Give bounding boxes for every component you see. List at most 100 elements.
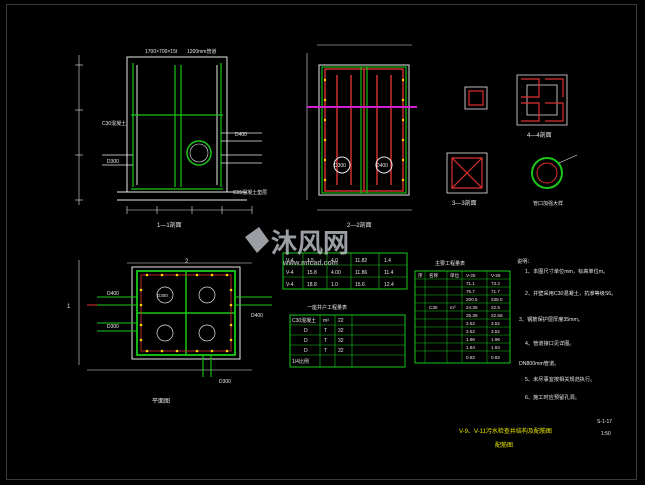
t3-h1: 名称 xyxy=(429,272,439,279)
t1-r0c4: 1.4 xyxy=(384,258,391,264)
label-d400-b: D400 xyxy=(376,163,388,169)
label-d300-d: D300 xyxy=(219,379,231,385)
t3-r1c3: 75.7 xyxy=(466,289,475,294)
scale: 1:50 xyxy=(601,431,611,437)
label-d400-d: D400 xyxy=(251,313,263,319)
watermark: 沐风网 www.mfcad.com xyxy=(245,227,349,267)
section-4-4-title: 4—4剖面 xyxy=(527,131,552,139)
label-d300-c: D300 xyxy=(107,324,119,330)
t2-r0c0: C30混凝土 xyxy=(292,317,316,324)
section-3-3-title: 3—3剖面 xyxy=(452,199,477,207)
label-d300-b: D300 xyxy=(334,163,346,169)
mf-logo-icon xyxy=(245,227,269,253)
label-d300-e: D300 xyxy=(157,293,168,298)
t2-r2c0: D xyxy=(304,338,308,344)
t3-r6c3: 3.52 xyxy=(466,329,475,334)
watermark-url: www.mfcad.com xyxy=(282,260,338,267)
t3-r8c3: 1.84 xyxy=(466,345,475,350)
t3-r4c4: 22.56 xyxy=(491,313,503,318)
svg-text:C15混凝土垫层: C15混凝土垫层 xyxy=(233,189,267,196)
t3-r7c3: 1.96 xyxy=(466,337,475,342)
t1-r0c2: 4.0 xyxy=(331,258,338,264)
table-right: 主要工程量表 序 名称 单位 V-25 V-26 71.1 73.2 75.7 … xyxy=(414,260,511,364)
t3-r2c4: 238.0 xyxy=(491,297,503,302)
note-6: 5、未尽事宜按相关规范执行。 xyxy=(525,375,595,383)
t3-h4: V-26 xyxy=(491,273,501,278)
watermark-text: 沐风网 xyxy=(271,228,349,258)
svg-text:C30混凝土: C30混凝土 xyxy=(102,120,126,127)
t3-r6c4: 3.52 xyxy=(491,329,500,334)
t3-r1c4: 71.7 xyxy=(491,289,500,294)
t1-r1c2: 4.00 xyxy=(331,270,341,276)
plan-title: 平面图 xyxy=(152,398,170,405)
t1-r2c4: 12.4 xyxy=(384,282,394,288)
t1-r0c3: 11.82 xyxy=(355,258,367,264)
t1-r0c0: V-4 xyxy=(286,258,294,264)
t1-r1c4: 11.4 xyxy=(384,270,394,276)
label-d400-a: D400 xyxy=(235,132,247,138)
t1-r2c3: 15.6 xyxy=(355,282,365,288)
section-3-3: 3—3剖面 xyxy=(446,152,488,207)
t2-r4c0: 1/4比例 xyxy=(292,358,309,365)
note-7: 6、施工时应预留孔洞。 xyxy=(525,393,580,401)
t3-r5c4: 3.52 xyxy=(491,321,500,326)
table-small: V-4 1.5 4.0 11.82 1.4 V-4 15.8 4.00 11.8… xyxy=(282,252,408,290)
t2-r1c0: D xyxy=(304,328,308,334)
t3-r8c4: 1.84 xyxy=(491,345,500,350)
t2-r0c1: m³ xyxy=(323,318,329,324)
svg-text:1700×700×15t: 1700×700×15t xyxy=(145,49,178,55)
note-4: 4、管道接口见详图。 xyxy=(525,339,575,347)
t3-r9c3: 0.82 xyxy=(466,355,475,360)
note-1: 1、本图尺寸单位mm，标高单位m。 xyxy=(525,267,608,275)
title-block: V-9、V-11污水检查井结构及配筋图 配筋图 S-1-17 1:50 xyxy=(459,419,612,449)
t2-r2c1: T xyxy=(324,338,327,344)
t3-h0: 序 xyxy=(418,272,423,279)
t2-r3c0: D xyxy=(304,348,308,354)
t3-r9c4: 0.82 xyxy=(491,355,500,360)
t2-r1c1: T xyxy=(324,328,327,334)
notes: 说明： 1、本图尺寸单位mm，标高单位m。 2、井壁采用C30混凝土，抗渗等级S… xyxy=(517,257,616,401)
t1-r2c0: V-4 xyxy=(286,282,294,288)
t3-r4c3: 25.36 xyxy=(466,313,478,318)
t1-r2c1: 18.8 xyxy=(307,282,317,288)
t2-r3c2: 32 xyxy=(338,348,344,354)
pipe-detail-title: 管口加强大样 xyxy=(533,200,563,207)
section-4-4: 4—4剖面 xyxy=(464,74,568,139)
t2-r3c1: T xyxy=(324,348,327,354)
section-1-1-title: 1—1剖面 xyxy=(157,221,182,229)
t3-r3c1: C30 xyxy=(429,305,438,310)
t1-r2c2: 1.0 xyxy=(331,282,338,288)
drawing-title: V-9、V-11污水检查井结构及配筋图 xyxy=(459,427,552,435)
drawing-subtitle: 配筋图 xyxy=(495,441,513,449)
table-mid-title: 一座井户工程量表 xyxy=(307,304,347,311)
table-right-title: 主要工程量表 xyxy=(435,260,465,267)
t1-r1c1: 15.8 xyxy=(307,270,317,276)
label-d400-c: D400 xyxy=(107,291,119,297)
note-3: 3、钢筋保护层厚度35mm。 xyxy=(519,315,583,323)
t3-r7c4: 1.96 xyxy=(491,337,500,342)
plan-view: D400 D300 D400 D300 D300 1 2 平面图 xyxy=(67,259,272,405)
t2-r2c2: 32 xyxy=(338,338,344,344)
svg-text:1200mm管道: 1200mm管道 xyxy=(187,48,216,55)
t3-h3: V-25 xyxy=(466,273,476,278)
pipe-detail: 管口加强大样 xyxy=(531,154,578,207)
sheet-number: S-1-17 xyxy=(597,419,612,425)
notes-heading: 说明： xyxy=(517,257,533,265)
t1-r1c3: 11.86 xyxy=(355,270,367,276)
label-d300-a: D300 xyxy=(107,159,119,165)
t3-r2c3: 200.5 xyxy=(466,297,478,302)
t3-r0c3: 71.1 xyxy=(466,281,475,286)
cad-drawing: 1700×700×15t 1200mm管道 C30混凝土 C15混凝土垫层 D4… xyxy=(67,44,616,449)
t1-r1c0: V-4 xyxy=(286,270,294,276)
t3-h2: 单位 xyxy=(450,272,460,279)
section-1-1: 1700×700×15t 1200mm管道 C30混凝土 C15混凝土垫层 D4… xyxy=(75,48,267,229)
t2-r0c2: 22 xyxy=(338,318,344,324)
t3-r3c2: m³ xyxy=(450,305,456,310)
mark-1: 1 xyxy=(67,304,71,310)
t3-r3c3: 24.35 xyxy=(466,305,478,310)
t3-r5c3: 3.52 xyxy=(466,321,475,326)
t3-r3c4: 22.5 xyxy=(491,305,500,310)
t2-r1c2: 32 xyxy=(338,328,344,334)
note-2: 2、井壁采用C30混凝土，抗渗等级S6。 xyxy=(525,289,616,297)
